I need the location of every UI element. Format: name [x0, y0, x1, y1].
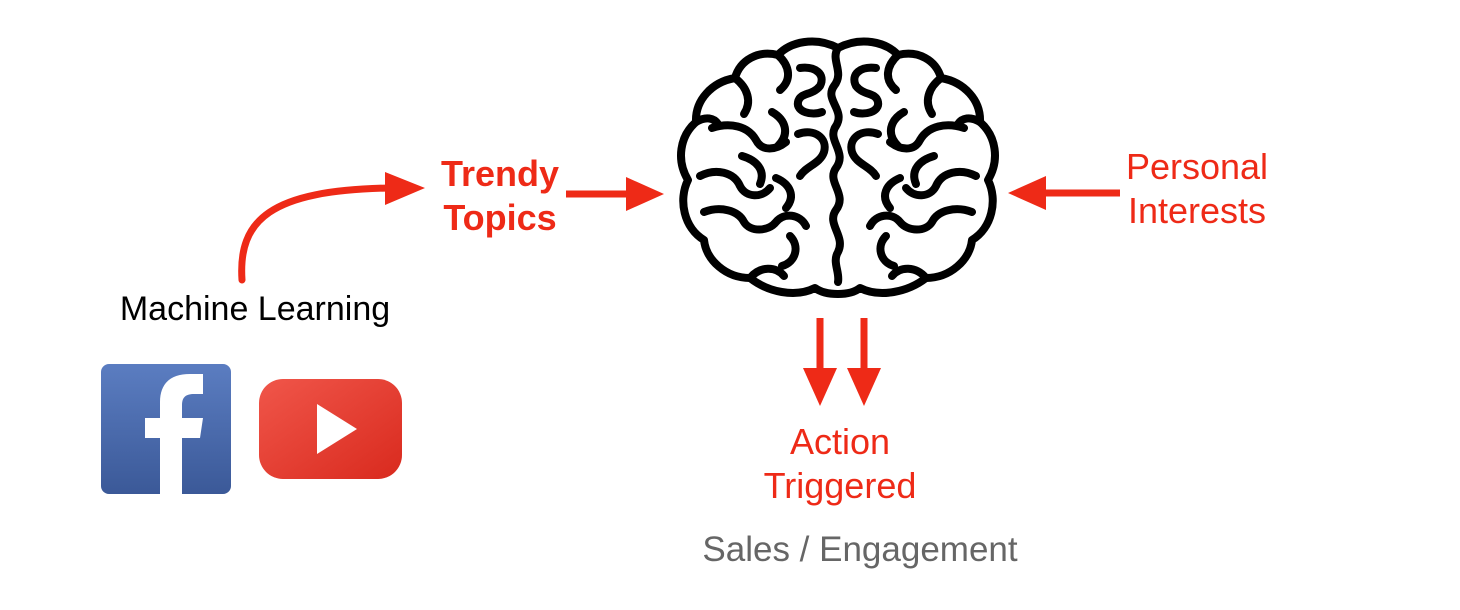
arrow-trendy-to-brain	[566, 177, 664, 211]
facebook-logo-icon[interactable]	[101, 364, 231, 494]
personal-interests-line-2: Interests	[1127, 190, 1267, 231]
arrow-brain-to-action	[803, 318, 881, 406]
arrow-ml-to-trendy	[238, 172, 425, 284]
brain-icon	[677, 37, 999, 298]
action-triggered-line-2: Triggered	[763, 465, 917, 506]
arrow-personal-to-brain	[1008, 176, 1120, 210]
sales-engagement-label: Sales / Engagement	[702, 530, 1018, 569]
action-triggered-label: Action Triggered	[740, 420, 940, 508]
personal-interests-label: Personal Interests	[1112, 145, 1282, 233]
youtube-logo-icon[interactable]	[259, 379, 402, 479]
action-triggered-line-1: Action	[789, 421, 891, 462]
personal-interests-line-1: Personal	[1125, 146, 1269, 187]
trendy-topics-line-1: Trendy	[440, 153, 560, 194]
machine-learning-label: Machine Learning	[119, 290, 391, 328]
trendy-topics-line-2: Topics	[443, 197, 557, 238]
trendy-topics-label: Trendy Topics	[425, 152, 575, 240]
